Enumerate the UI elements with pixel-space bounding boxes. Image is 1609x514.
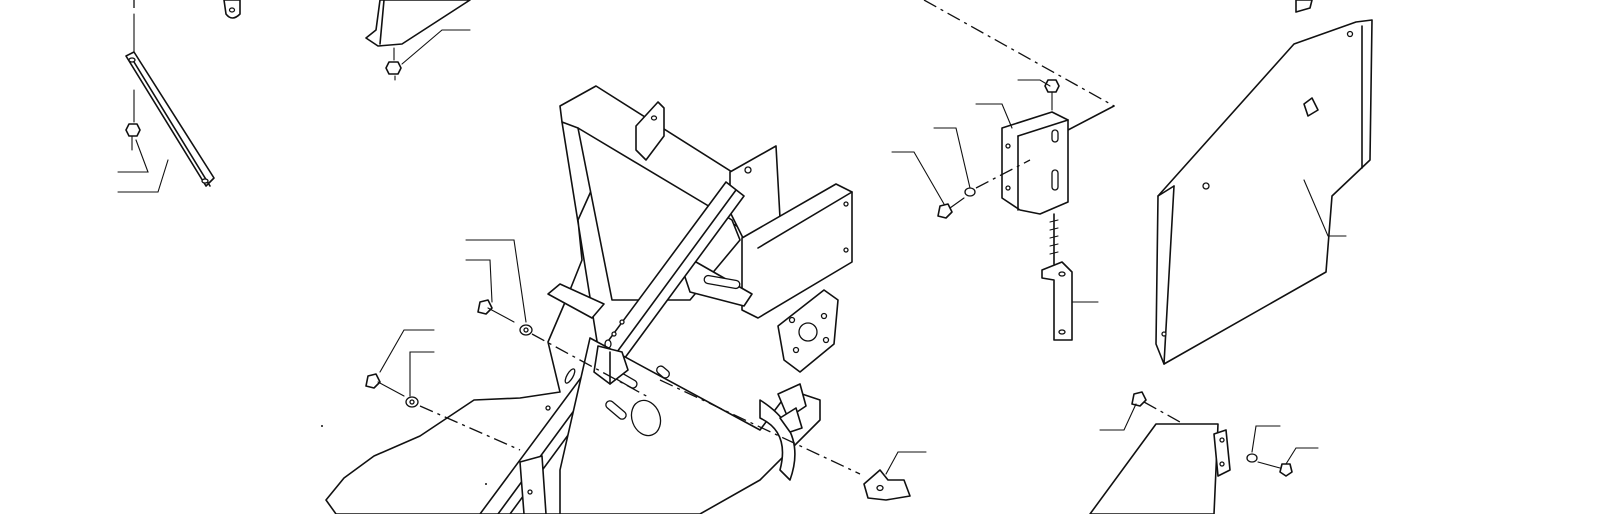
lower-fastener-right <box>659 379 927 501</box>
bolt-washer-upper <box>465 239 651 399</box>
alignment-line-top <box>923 0 1115 131</box>
threaded-rod <box>1041 213 1099 341</box>
bolt-washer-hanger <box>891 127 1031 219</box>
lower-right-panel <box>1089 391 1319 514</box>
small-bracket-top <box>223 0 241 19</box>
angle-strap-left <box>125 0 215 187</box>
leader-lines-left <box>117 139 169 193</box>
shield-panel <box>1155 0 1373 365</box>
hanger-bracket <box>975 79 1069 215</box>
top-bracket <box>365 0 471 81</box>
bolt-washer-lower <box>365 329 521 451</box>
chute-frame-assembly <box>325 85 853 514</box>
